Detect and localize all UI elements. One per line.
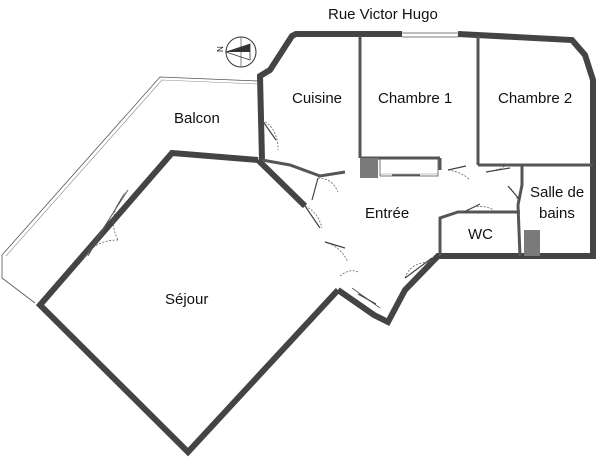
street-label: Rue Victor Hugo xyxy=(328,6,438,23)
dark-wall-blocks xyxy=(360,158,540,256)
street-windows xyxy=(402,32,458,38)
doors xyxy=(261,119,521,279)
room-label-entree: Entrée xyxy=(365,205,409,222)
room-label-chambre-2: Chambre 2 xyxy=(498,90,572,107)
room-label-salle-de-bains-2: bains xyxy=(539,205,575,222)
room-label-cuisine: Cuisine xyxy=(292,90,342,107)
room-label-sejour: Séjour xyxy=(165,291,208,308)
compass-rose: N xyxy=(216,36,257,68)
compass-north-label: N xyxy=(216,46,225,52)
room-label-salle-de-bains-1: Salle de xyxy=(530,184,584,201)
interior-walls xyxy=(261,36,593,257)
room-label-chambre-1: Chambre 1 xyxy=(378,90,452,107)
balcony-outline xyxy=(1,76,259,304)
room-label-balcon: Balcon xyxy=(174,110,220,127)
closets xyxy=(351,157,439,309)
sejour-windows xyxy=(83,189,129,259)
sejour-walls xyxy=(35,149,341,457)
apartment-outer-walls xyxy=(256,31,596,326)
room-label-wc: WC xyxy=(468,226,493,243)
